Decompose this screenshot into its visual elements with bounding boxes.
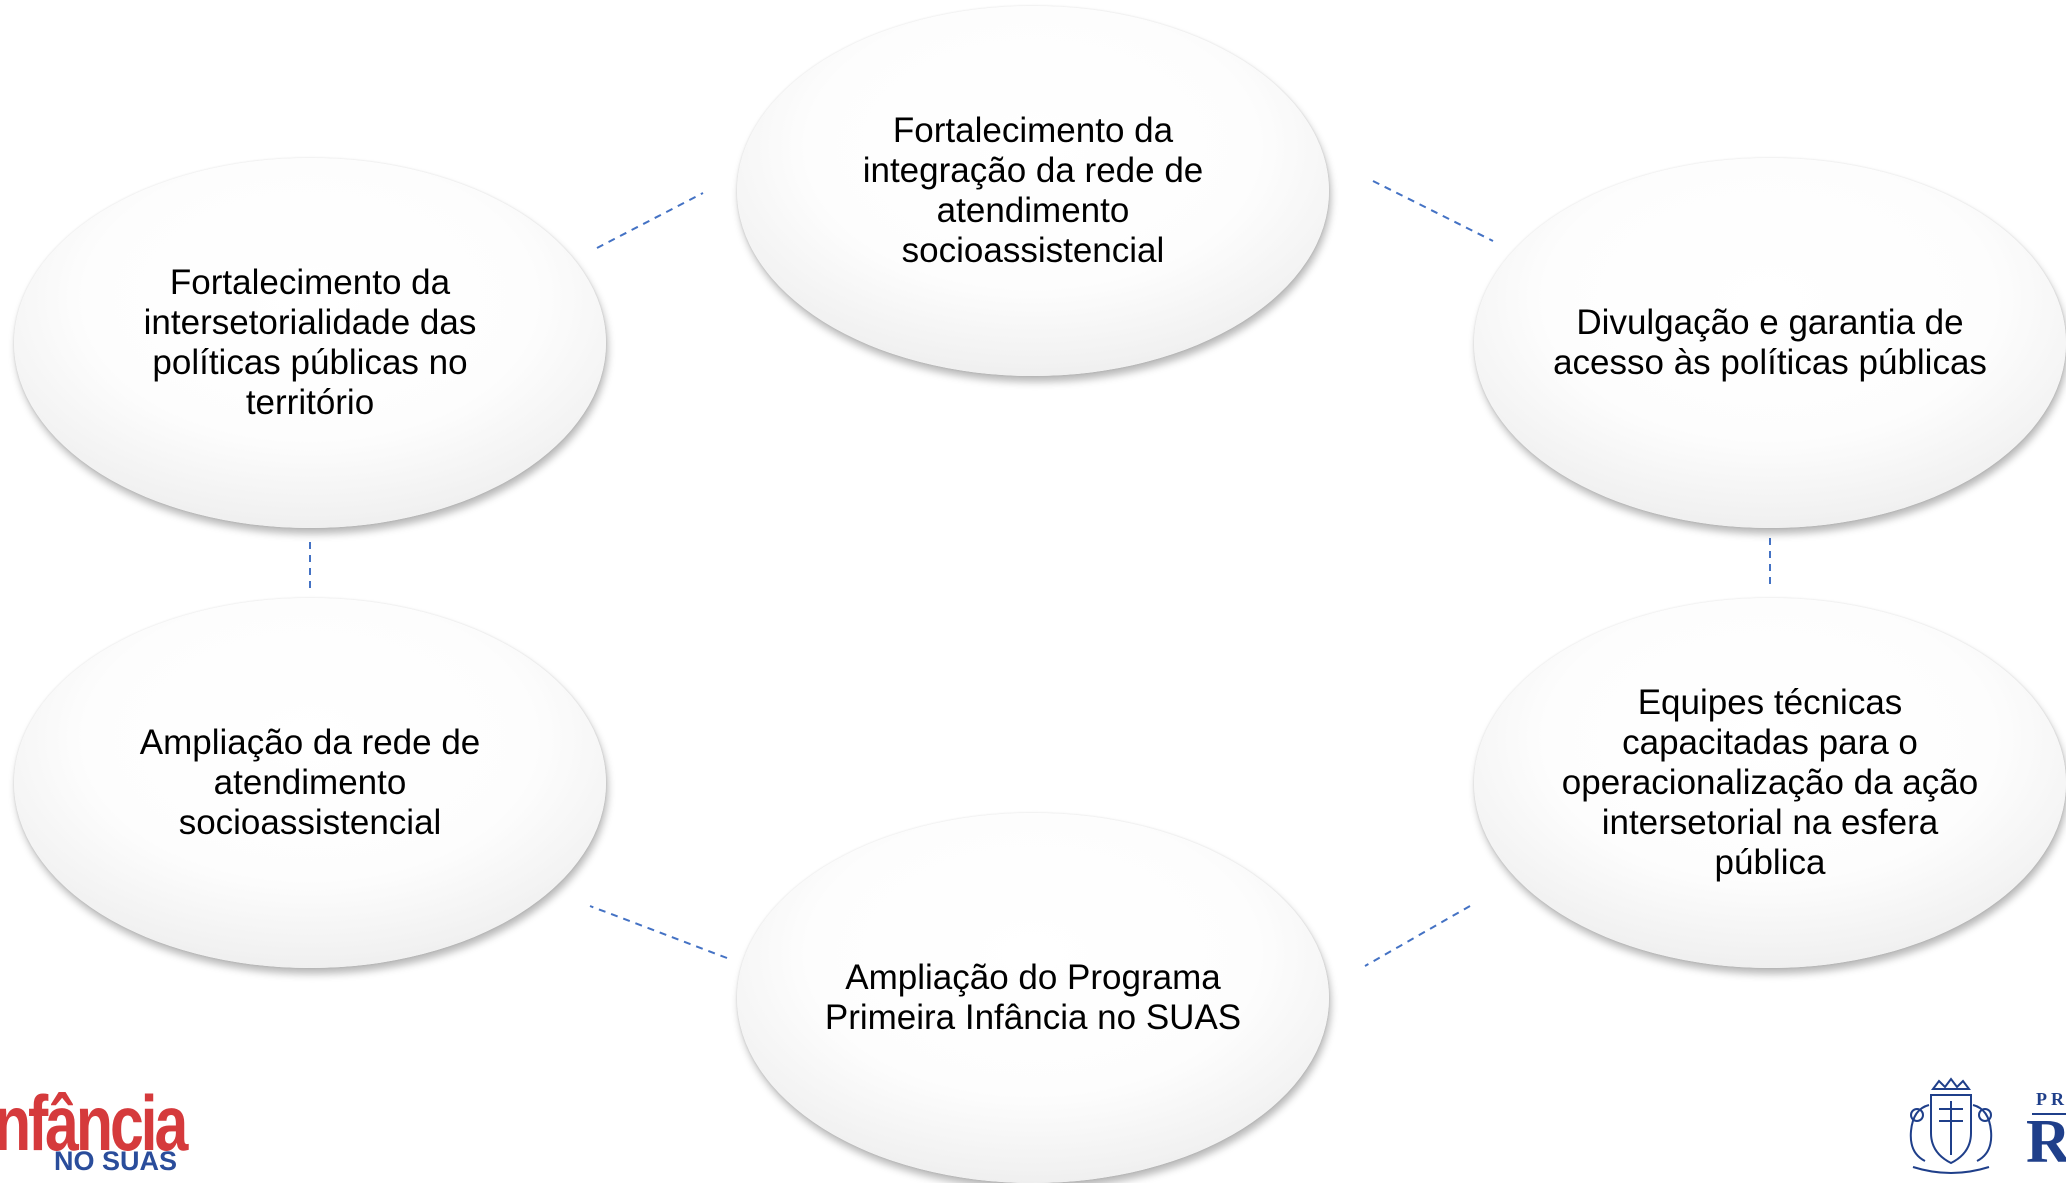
node-label: Ampliação do Programa Primeira Infância … bbox=[824, 958, 1242, 1037]
node-label: Equipes técnicas capacitadas para o oper… bbox=[1561, 683, 1979, 882]
node-intersectorality: Fortalecimento da intersetorialidade das… bbox=[14, 158, 606, 528]
node-label: Fortalecimento da integração da rede de … bbox=[862, 111, 1204, 270]
node-network-expansion: Ampliação da rede de atendimento socioas… bbox=[14, 598, 606, 968]
node-integration-network: Fortalecimento da integração da rede de … bbox=[737, 6, 1329, 376]
logo-divider bbox=[2032, 1113, 2066, 1115]
node-public-policy-access: Divulgação e garantia de acesso às polít… bbox=[1474, 158, 2066, 528]
connector-lowerright-bottom bbox=[1364, 905, 1471, 967]
node-label: Divulgação e garantia de acesso às polít… bbox=[1553, 303, 1987, 382]
connector-bottom-lowerleft bbox=[589, 905, 728, 959]
node-label: Fortalecimento da intersetorialidade das… bbox=[143, 263, 477, 422]
node-technical-teams: Equipes técnicas capacitadas para o oper… bbox=[1474, 598, 2066, 968]
prefeitura-logo: PR R bbox=[2018, 1085, 2066, 1179]
node-label: Ampliação da rede de atendimento socioas… bbox=[139, 723, 481, 842]
crest-icon bbox=[1909, 1077, 1993, 1174]
connector-left-top bbox=[596, 192, 704, 249]
logo-subtitle: NO SUAS bbox=[54, 1146, 178, 1176]
node-program-expansion: Ampliação do Programa Primeira Infância … bbox=[737, 813, 1329, 1183]
connector-top-right bbox=[1372, 180, 1494, 242]
logo-heading: PR bbox=[2036, 1089, 2066, 1109]
logo-letter: R bbox=[2026, 1108, 2066, 1176]
logo-wordmark: nfância bbox=[0, 1079, 188, 1167]
infancia-no-suas-logo: nfância NO SUAS bbox=[0, 1079, 200, 1179]
